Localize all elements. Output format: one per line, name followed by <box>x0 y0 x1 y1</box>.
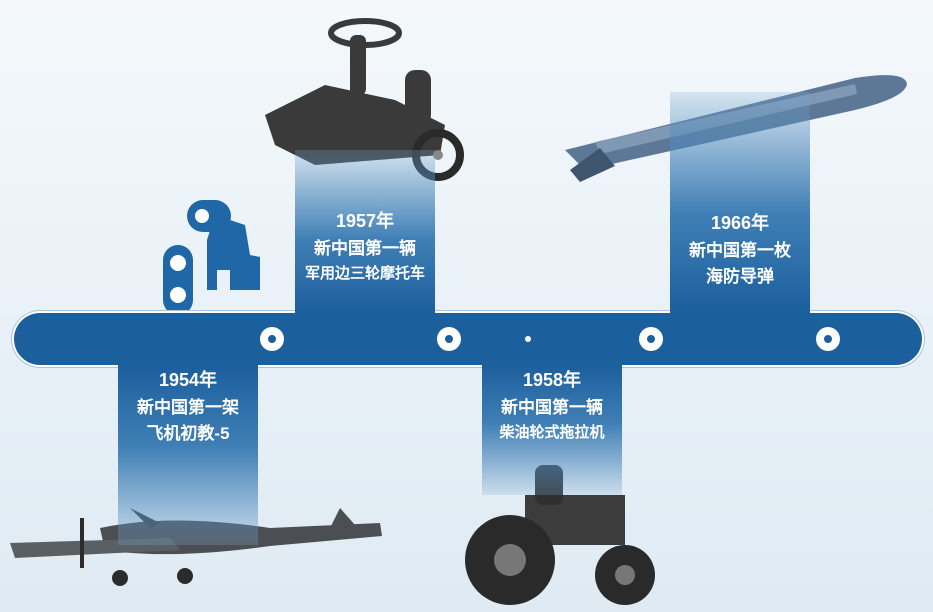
milestone-title: 新中国第一辆 <box>314 238 416 258</box>
sidecar-motorcycle-icon <box>265 18 464 181</box>
milestone-1966-panel: 1966年 新中国第一枚 海防导弹 <box>670 92 810 313</box>
milestone-year: 1954年 <box>158 370 218 390</box>
milestone-subtitle: 柴油轮式拖拉机 <box>499 424 605 442</box>
timeline-bar <box>14 313 922 365</box>
milestone-1957-panel: 1957年 新中国第一辆 军用边三轮摩托车 <box>295 150 435 313</box>
wheeled-tractor-icon <box>465 465 655 605</box>
milestone-subtitle: 海防导弹 <box>706 267 774 287</box>
milestone-1954-panel: 1954年 新中国第一架 飞机初教-5 <box>118 365 258 545</box>
timeline-node-2 <box>437 327 461 351</box>
milestone-year: 1966年 <box>710 213 770 233</box>
milestone-year: 1957年 <box>335 211 395 231</box>
milestone-subtitle: 军用边三轮摩托车 <box>304 265 425 283</box>
timeline-node-1 <box>260 327 284 351</box>
milestone-title: 新中国第一辆 <box>501 397 603 417</box>
chain-logo-icon <box>163 200 260 315</box>
milestone-title: 新中国第一架 <box>137 397 239 417</box>
milestone-year: 1958年 <box>522 370 582 390</box>
milestone-title: 新中国第一枚 <box>689 240 791 260</box>
timeline-dot <box>525 336 531 342</box>
timeline-node-3 <box>639 327 663 351</box>
milestone-subtitle: 飞机初教-5 <box>146 424 230 444</box>
timeline-node-4 <box>816 327 840 351</box>
milestone-1958-panel: 1958年 新中国第一辆 柴油轮式拖拉机 <box>482 365 622 495</box>
